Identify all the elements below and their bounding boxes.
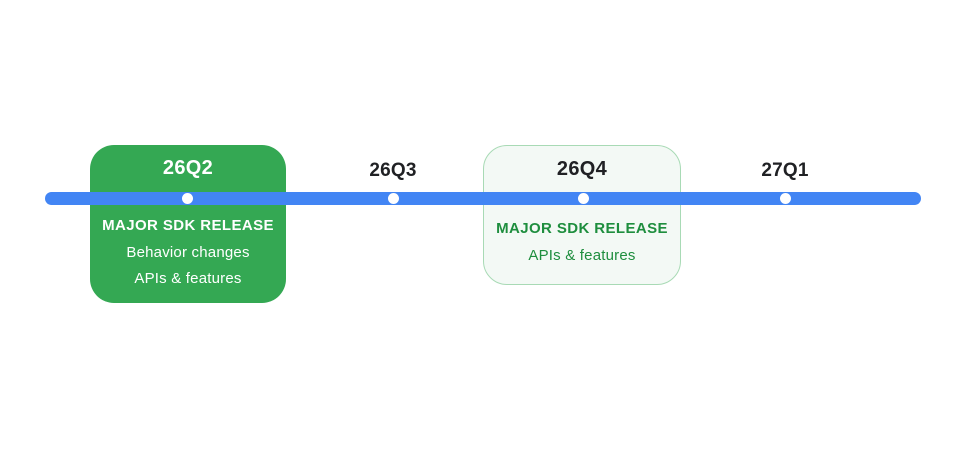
timeline-dot-27q1: [780, 193, 791, 204]
timeline-dot-26q2: [182, 193, 193, 204]
milestone-detail: APIs & features: [528, 246, 636, 264]
milestone-label-26q4: 26Q4: [556, 158, 608, 180]
milestone-details-26q4: MAJOR SDK RELEASE APIs & features: [484, 216, 680, 269]
milestone-detail: MAJOR SDK RELEASE: [102, 217, 274, 234]
milestone-details-26q2: MAJOR SDK RELEASE Behavior changes APIs …: [90, 213, 286, 293]
timeline-dot-26q4: [578, 193, 589, 204]
milestone-label-27q1: 27Q1: [761, 160, 809, 181]
milestone-card-26q4: 26Q4 MAJOR SDK RELEASE APIs & features: [483, 145, 681, 285]
milestone-detail: MAJOR SDK RELEASE: [496, 220, 668, 237]
timeline-dot-26q3: [388, 193, 399, 204]
milestone-card-26q2: 26Q2 MAJOR SDK RELEASE Behavior changes …: [90, 145, 286, 303]
milestone-detail: Behavior changes: [126, 243, 250, 261]
milestone-label-26q3: 26Q3: [369, 160, 417, 181]
milestone-detail: APIs & features: [134, 270, 242, 287]
milestone-label-26q2: 26Q2: [162, 157, 214, 179]
timeline-line: [45, 192, 921, 205]
